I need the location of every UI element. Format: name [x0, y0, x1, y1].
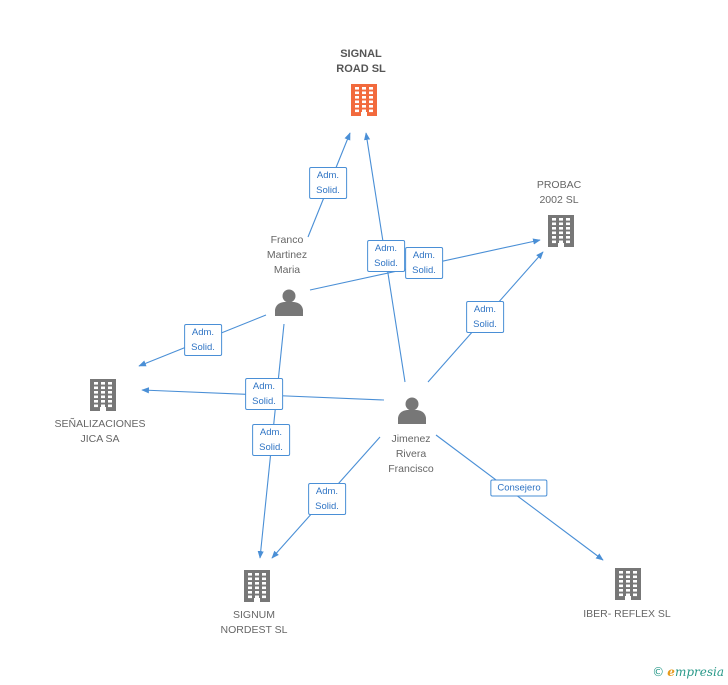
- edge-label[interactable]: Adm. Solid.: [309, 167, 347, 199]
- node-label-signal[interactable]: SIGNAL ROAD SL: [336, 48, 386, 75]
- node-label-senal[interactable]: SEÑALIZACIONES JICA SA: [54, 418, 146, 445]
- brand-name: mpresia: [674, 665, 724, 679]
- edge-label[interactable]: Adm. Solid.: [367, 240, 405, 272]
- edge-label[interactable]: Adm. Solid.: [252, 424, 290, 456]
- empresia-logo[interactable]: ©empresia: [652, 665, 724, 679]
- node-label-probac[interactable]: PROBAC 2002 SL: [536, 179, 582, 206]
- person-icon[interactable]: [398, 397, 426, 425]
- brand-initial: e: [667, 665, 675, 679]
- node-label-jimenez[interactable]: Jimenez Rivera Francisco: [388, 433, 434, 475]
- edge-label[interactable]: Adm. Solid.: [245, 378, 283, 410]
- edge-jimenez-iber: [435, 434, 604, 561]
- edge-label[interactable]: Adm. Solid.: [466, 301, 504, 333]
- copyright-icon: ©: [652, 665, 665, 679]
- edge-label[interactable]: Adm. Solid.: [184, 324, 222, 356]
- edge-label[interactable]: Adm. Solid.: [405, 247, 443, 279]
- building-icon[interactable]: [548, 215, 574, 247]
- building-icon[interactable]: [90, 379, 116, 411]
- building-icon[interactable]: [351, 84, 377, 116]
- node-label-iber[interactable]: IBER- REFLEX SL: [583, 608, 671, 620]
- node-label-franco[interactable]: Franco Martinez Maria: [266, 234, 308, 276]
- person-icon[interactable]: [275, 289, 303, 317]
- edge-label[interactable]: Consejero: [490, 479, 548, 497]
- edge-label[interactable]: Adm. Solid.: [308, 483, 346, 515]
- building-icon[interactable]: [615, 568, 641, 600]
- building-icon[interactable]: [244, 570, 270, 602]
- node-label-signum[interactable]: SIGNUM NORDEST SL: [220, 609, 288, 636]
